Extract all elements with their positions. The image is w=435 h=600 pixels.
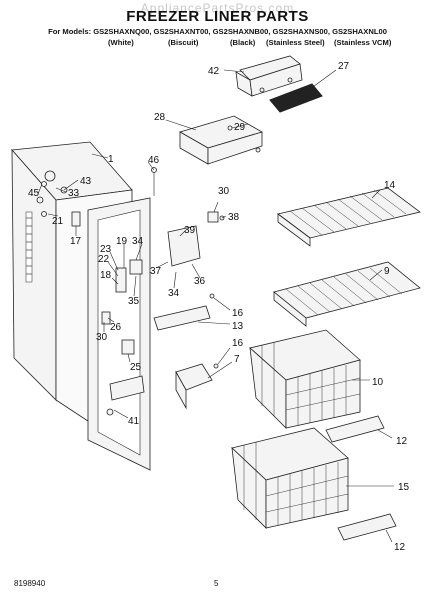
callout: 16 bbox=[232, 308, 244, 319]
callout: 30 bbox=[96, 332, 108, 343]
callout: 46 bbox=[148, 155, 160, 166]
part-clip bbox=[101, 311, 111, 325]
part-rail bbox=[153, 305, 211, 331]
callout: 25 bbox=[130, 362, 142, 373]
leader-lines bbox=[37, 69, 394, 543]
callout: 41 bbox=[128, 416, 140, 427]
part-basket-trim bbox=[325, 415, 385, 443]
callout: 27 bbox=[338, 61, 350, 72]
callout: 14 bbox=[384, 180, 396, 191]
variant-label: (Stainless VCM) bbox=[334, 38, 392, 47]
watermark: AppliancePartsPros.com bbox=[140, 1, 295, 15]
callout: 10 bbox=[372, 377, 384, 388]
callout: 45 bbox=[28, 188, 40, 199]
callout: 42 bbox=[208, 66, 220, 77]
part-screw bbox=[213, 363, 219, 369]
callout: 1 bbox=[108, 154, 114, 165]
part-shelf-lower bbox=[273, 261, 421, 327]
models-line: For Models: GS2SHAXNQ00, GS2SHAXNT00, GS… bbox=[48, 27, 387, 36]
part-module bbox=[129, 259, 143, 275]
callout: 22 bbox=[98, 254, 110, 265]
callout: 12 bbox=[394, 542, 406, 553]
callout: 12 bbox=[396, 436, 408, 447]
callout: 13 bbox=[232, 321, 244, 332]
variant-label: (Biscuit) bbox=[168, 38, 199, 47]
callout: 35 bbox=[128, 296, 140, 307]
part-module bbox=[115, 267, 127, 293]
callout: 36 bbox=[194, 276, 206, 287]
callout: 15 bbox=[398, 482, 410, 493]
part-damper bbox=[167, 225, 201, 267]
part-bracket-top bbox=[235, 55, 303, 97]
part-screw bbox=[41, 211, 47, 217]
part-clip bbox=[207, 211, 219, 223]
part-cover bbox=[269, 83, 323, 113]
callout: 9 bbox=[384, 266, 390, 277]
callout: 23 bbox=[100, 244, 112, 255]
part-screw bbox=[209, 293, 215, 299]
callout: 30 bbox=[218, 186, 230, 197]
part-light-housing bbox=[109, 375, 145, 401]
callout-labels: 42 27 28 29 1 46 43 33 45 21 17 30 38 14… bbox=[28, 61, 410, 553]
part-control-housing bbox=[178, 115, 264, 165]
part-basket-upper bbox=[249, 329, 361, 429]
variant-label: (Black) bbox=[230, 38, 256, 47]
document-number: 8198940 bbox=[14, 579, 46, 588]
callout: 43 bbox=[80, 176, 92, 187]
callout: 34 bbox=[132, 236, 144, 247]
callout: 26 bbox=[110, 322, 122, 333]
part-clip bbox=[121, 339, 135, 355]
callout: 21 bbox=[52, 216, 64, 227]
page-number: 5 bbox=[214, 579, 219, 588]
callout: 28 bbox=[154, 112, 166, 123]
callout: 18 bbox=[100, 270, 112, 281]
callout: 39 bbox=[184, 225, 196, 236]
callout: 16 bbox=[232, 338, 244, 349]
callout: 33 bbox=[68, 188, 80, 199]
callout: 34 bbox=[168, 288, 180, 299]
part-basket-lower bbox=[231, 427, 349, 529]
callout: 17 bbox=[70, 236, 82, 247]
part-clip bbox=[71, 211, 81, 227]
part-screw bbox=[41, 181, 47, 187]
callout: 37 bbox=[150, 266, 162, 277]
callout: 29 bbox=[234, 122, 246, 133]
callout: 38 bbox=[228, 212, 240, 223]
callout: 19 bbox=[116, 236, 128, 247]
variant-label: (Stainless Steel) bbox=[266, 38, 325, 47]
part-shelf-upper bbox=[277, 187, 421, 247]
variant-label: (White) bbox=[108, 38, 134, 47]
part-basket-trim bbox=[337, 513, 397, 541]
page-title: FREEZER LINER PARTS bbox=[126, 8, 309, 25]
callout: 7 bbox=[234, 354, 240, 365]
